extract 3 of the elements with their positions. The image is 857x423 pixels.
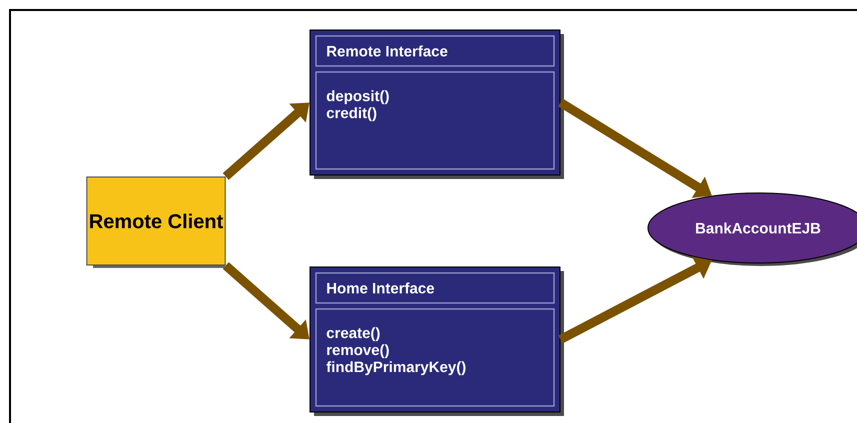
client-box: Remote Client xyxy=(86,176,226,268)
interface-box: Remote Interface deposit() credit() xyxy=(310,30,564,179)
interface-box: Home Interface create() remove() findByPrimaryKey() xyxy=(310,266,564,416)
